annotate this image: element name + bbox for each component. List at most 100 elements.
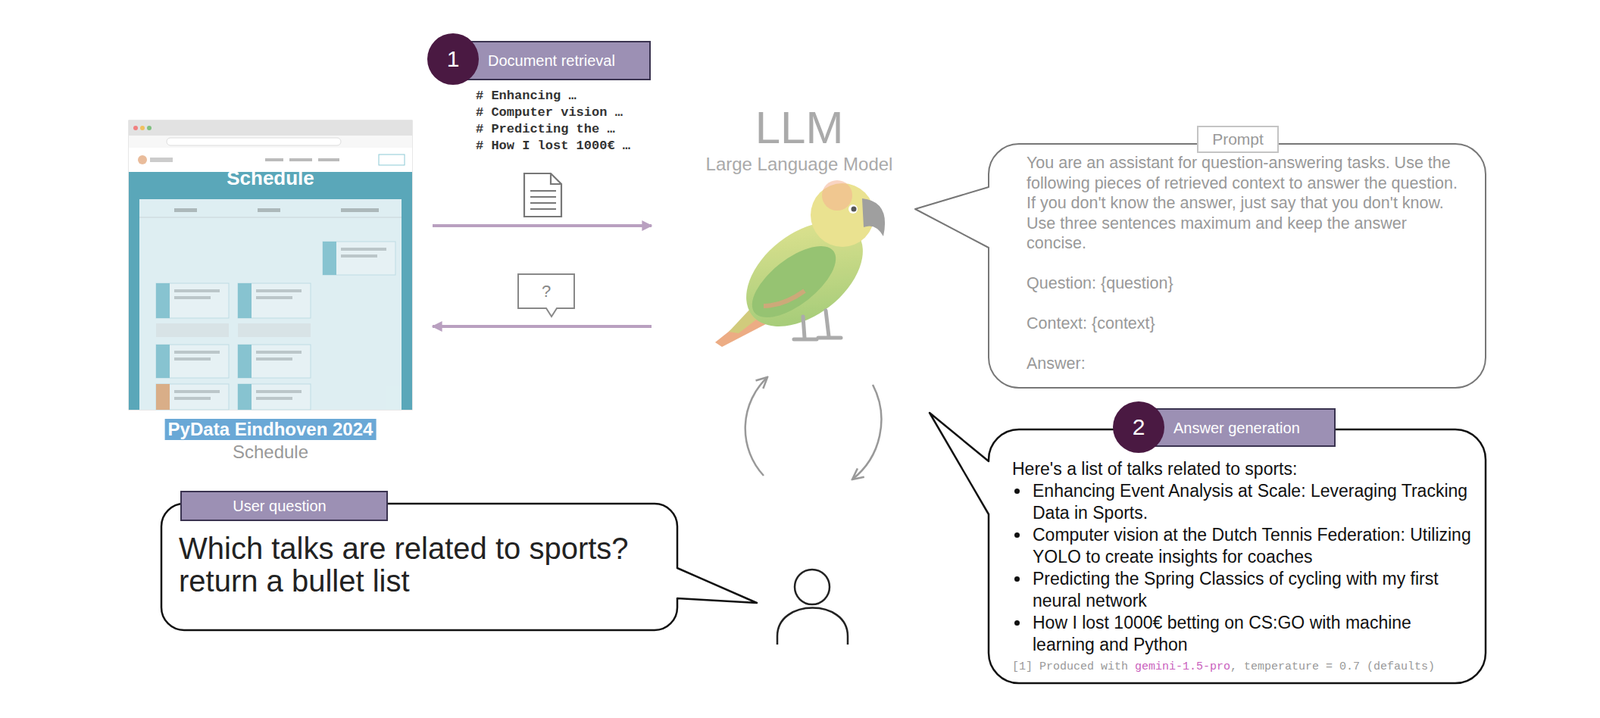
prompt-bubble: You are an assistant for question-answer… xyxy=(988,143,1486,388)
talk-line xyxy=(340,247,387,251)
callout-circle: 1 xyxy=(427,33,479,85)
question-icon xyxy=(518,274,575,317)
caption-highlight: PyData Eindhoven 2024 xyxy=(165,418,377,441)
talk-cell xyxy=(237,344,311,379)
question-text: Which talks are related to sports? retur… xyxy=(178,532,672,598)
talk-line xyxy=(174,390,220,394)
drawing-part xyxy=(851,206,857,213)
callout-circle: 2 xyxy=(1112,401,1165,454)
flow-arrow xyxy=(432,325,652,329)
drawing-part xyxy=(793,310,841,340)
address-row xyxy=(128,135,413,148)
talk-stripe xyxy=(156,384,170,410)
user-tag: User question xyxy=(180,490,388,522)
window-dot xyxy=(140,125,145,131)
table-ground xyxy=(139,199,402,410)
retrieved-title: # Computer vision … xyxy=(475,104,623,122)
talk-stripe xyxy=(237,344,252,379)
person-icon xyxy=(777,569,848,645)
model-name: gemini-1.5-pro xyxy=(1134,660,1231,674)
talk-stripe xyxy=(237,283,252,319)
talk-line xyxy=(256,396,293,400)
talk-line xyxy=(174,396,211,400)
column-head xyxy=(340,208,379,213)
bubble-outline xyxy=(161,503,757,631)
talk-cell xyxy=(156,283,229,319)
talk-line xyxy=(174,357,211,361)
callout-number: 2 xyxy=(1132,415,1146,439)
talk-line xyxy=(174,296,211,300)
tag-label: Document retrieval xyxy=(487,51,616,70)
nav-item xyxy=(318,158,340,162)
footnote: [1] Produced withgemini-1.5-pro, tempera… xyxy=(1012,660,1474,675)
talk-line xyxy=(256,357,293,361)
talk-cell xyxy=(237,384,311,410)
table-rule xyxy=(139,217,402,219)
break-cell xyxy=(237,323,311,338)
drawing-part xyxy=(530,190,557,210)
tag-label: User question xyxy=(232,496,326,516)
column-head xyxy=(257,208,281,213)
icon-symbol: ? xyxy=(541,282,551,301)
address-field xyxy=(166,137,341,146)
talk-stripe xyxy=(156,283,170,319)
schedule-screenshot: SchedulePyData Eindhoven 2024Schedule xyxy=(128,120,413,410)
page-ground xyxy=(128,171,413,410)
nav-button xyxy=(378,154,405,166)
talk-stripe xyxy=(237,384,252,410)
screenshot-title: Schedule xyxy=(128,165,413,191)
nav-item xyxy=(150,157,173,163)
tag-label: Answer generation xyxy=(1173,418,1300,438)
screenshot-drawing xyxy=(128,120,413,410)
drawing-part xyxy=(740,233,848,332)
talk-stripe xyxy=(156,344,170,379)
drawing-part xyxy=(524,173,562,217)
parrot-illustration xyxy=(715,180,885,348)
talk-cell xyxy=(156,344,229,379)
talk-cell xyxy=(156,384,229,410)
step-tag: Answer generation xyxy=(1138,408,1336,447)
drawing-part xyxy=(794,569,830,605)
talk-cell xyxy=(322,241,396,275)
footnote-text: , temperature = 0.7 (defaults) xyxy=(1230,660,1435,674)
answer-bubble: Here's a list of talks related to sports… xyxy=(988,429,1486,684)
break-cell xyxy=(156,323,229,338)
drawing-part xyxy=(821,180,853,211)
prompt-tag: Prompt xyxy=(1196,125,1279,154)
retrieved-title: # How I lost 1000€ … xyxy=(475,137,631,155)
prompt-text: Context: {context} xyxy=(1026,313,1471,335)
window-dot xyxy=(146,125,152,131)
drawing-part xyxy=(848,204,858,214)
bullet-row: Computer vision at the Dutch Tennis Fede… xyxy=(1012,524,1474,569)
answer-text: Here's a list of talks related to sports… xyxy=(1012,458,1474,481)
schedule-table xyxy=(139,199,402,410)
llm-block: LLMLarge Language Model xyxy=(666,96,932,355)
drawing-part xyxy=(763,290,805,307)
drawing-part xyxy=(745,377,768,476)
step-tag: Document retrieval xyxy=(453,40,651,81)
bubble-outline xyxy=(915,143,1486,388)
flow-arrow xyxy=(432,224,652,228)
drawing-part xyxy=(852,384,882,480)
prompt-text: Answer: xyxy=(1026,353,1471,375)
bullet-row: Enhancing Event Analysis at Scale: Lever… xyxy=(1012,480,1474,525)
talk-line xyxy=(256,390,302,394)
bullet-row: How I lost 1000€ betting on CS:GO with m… xyxy=(1012,612,1474,657)
llm-title: LLM xyxy=(666,103,932,154)
bullet-text: Predicting the Spring Classics of cyclin… xyxy=(1032,568,1474,613)
browser-frame xyxy=(128,120,413,410)
talk-line xyxy=(256,350,302,354)
talk-line xyxy=(340,254,378,258)
retrieved-title: # Enhancing … xyxy=(475,87,577,105)
nav-item xyxy=(289,158,313,162)
talk-line xyxy=(256,296,293,300)
caption: Schedule xyxy=(232,441,309,463)
talk-cell xyxy=(237,283,311,319)
prompt-text: Question: {question} xyxy=(1026,273,1471,294)
question-bubble: Which talks are related to sports? retur… xyxy=(161,503,678,631)
bullet-text: How I lost 1000€ betting on CS:GO with m… xyxy=(1032,612,1474,657)
bullet-dot xyxy=(1014,576,1020,582)
drawing-part xyxy=(518,274,575,317)
bullet-dot xyxy=(1014,532,1020,538)
